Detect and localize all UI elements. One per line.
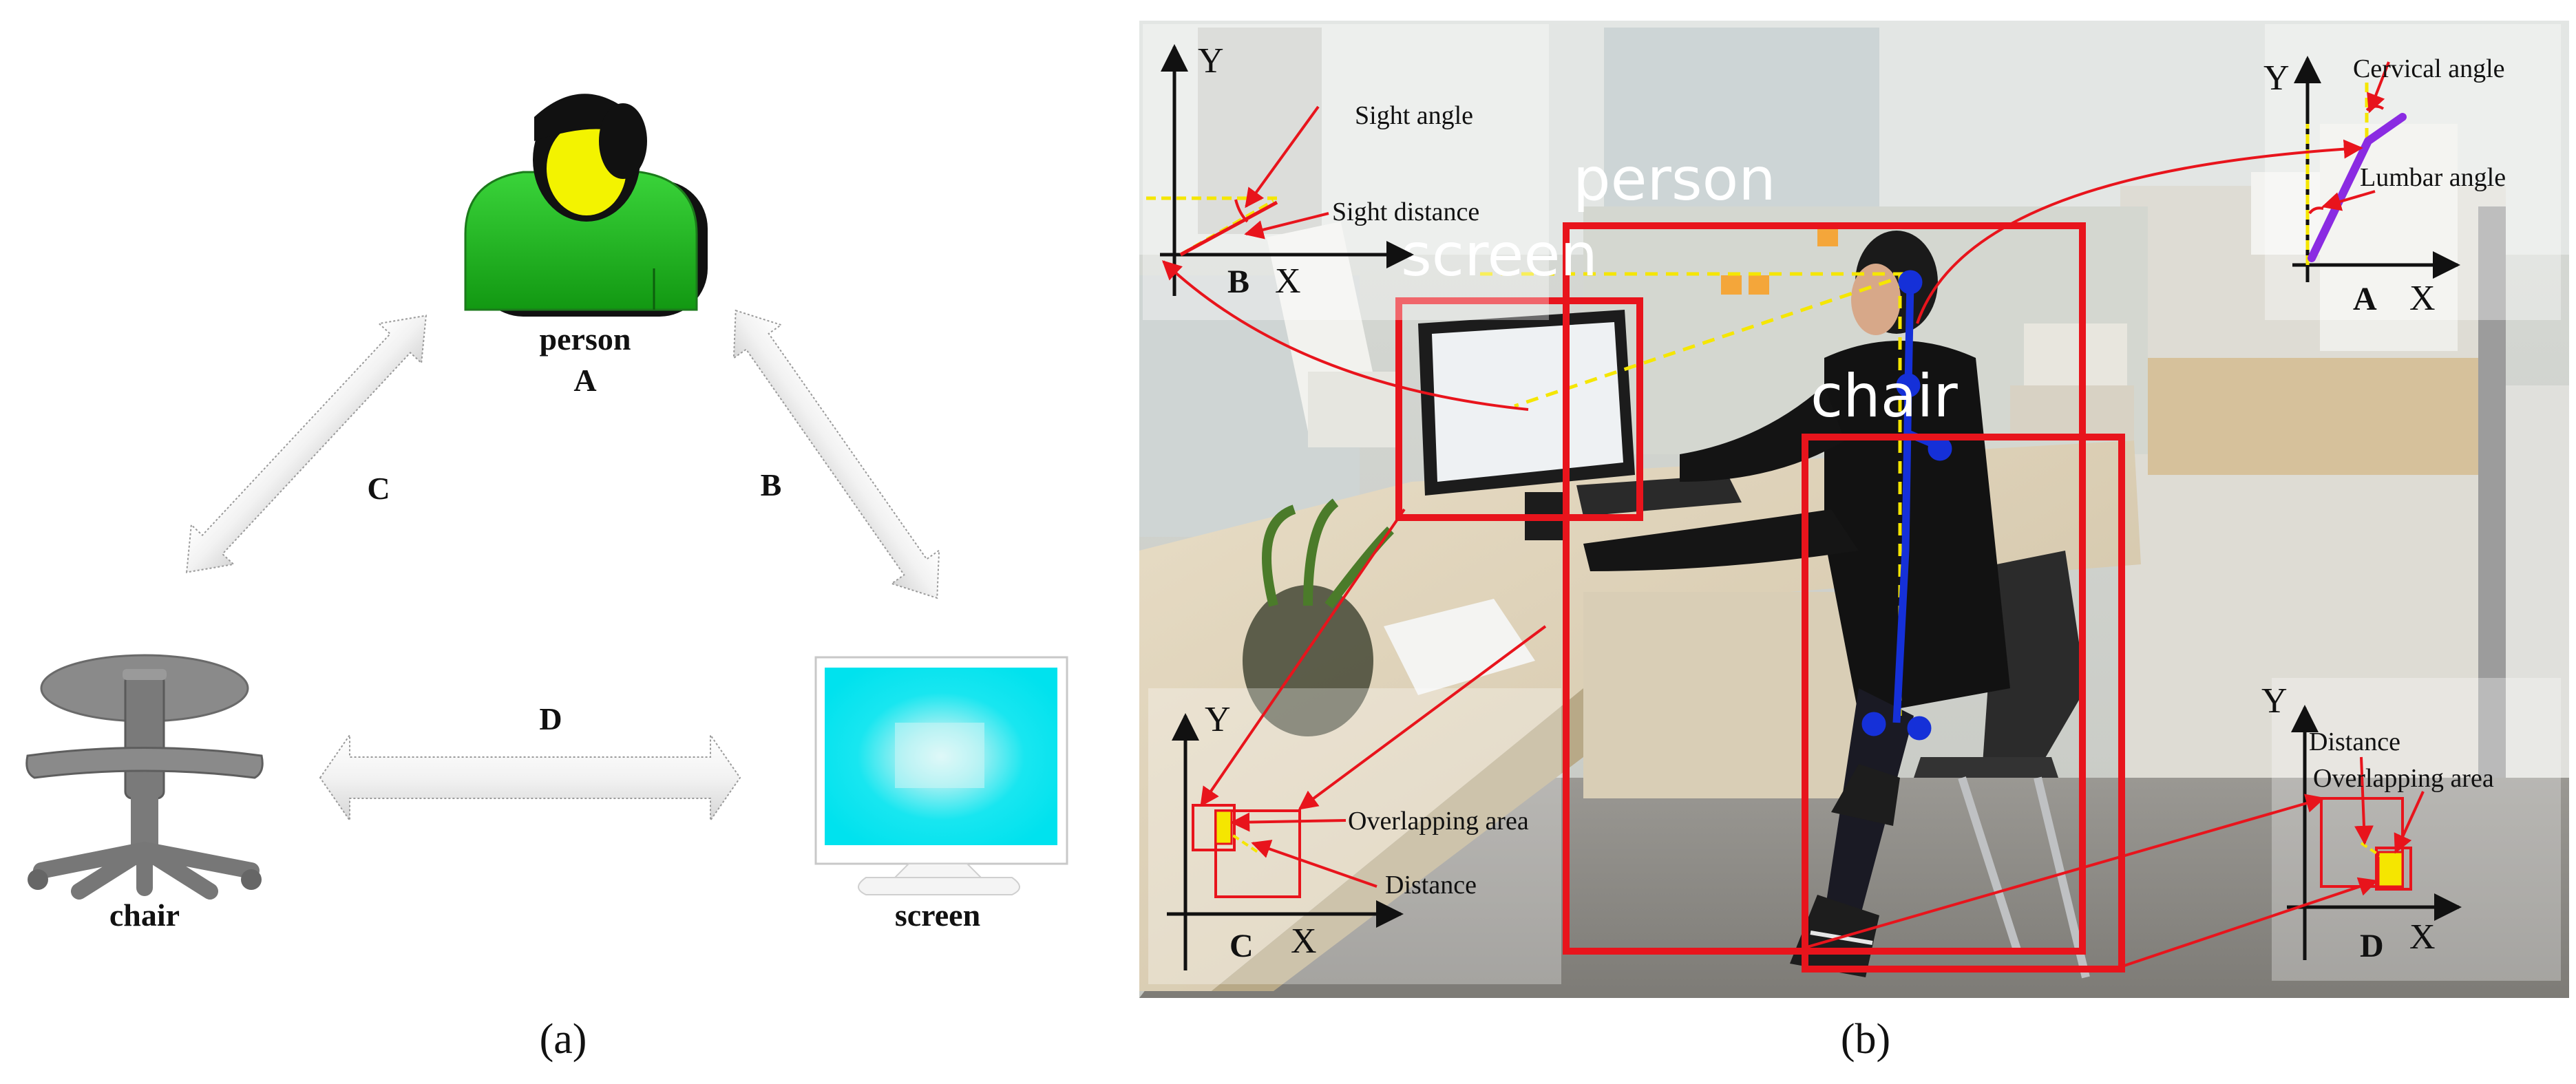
panel-b-caption: (b) xyxy=(1841,1016,1890,1063)
inset-d-distance-label: Distance xyxy=(2309,727,2400,756)
inset-d-overlap-label: Overlapping area xyxy=(2313,764,2494,793)
panel-b: person screen chair Y X B Sight angle Si… xyxy=(1139,21,2569,1063)
relation-d-label: D xyxy=(539,701,562,736)
inset-c-distance-label: Distance xyxy=(1385,871,1477,900)
inset-d xyxy=(2272,678,2561,981)
inset-b-sight-angle: Sight angle xyxy=(1355,101,1473,130)
chair-label: chair xyxy=(109,897,180,933)
panel-a: person A chair screen C xyxy=(25,94,1068,1063)
inset-d-id: D xyxy=(2360,928,2384,964)
detection-label-chair: chair xyxy=(1810,362,1958,431)
inset-c-id: C xyxy=(1229,928,1254,964)
chair-detection-box xyxy=(1802,434,2125,973)
inset-b xyxy=(1143,24,1549,320)
inset-d-axis-x: X xyxy=(2409,917,2436,957)
inset-a-cervical-label: Cervical angle xyxy=(2353,54,2505,83)
person-label: person xyxy=(540,321,631,357)
relation-c-arrow xyxy=(185,315,427,573)
screen-label: screen xyxy=(895,897,980,933)
office-photo xyxy=(1139,21,2569,998)
inset-a xyxy=(2265,24,2561,320)
detection-label-screen: screen xyxy=(1401,221,1598,290)
person-icon xyxy=(464,94,708,317)
inset-c-overlap-label: Overlapping area xyxy=(1348,807,1529,836)
office-chair-icon xyxy=(25,654,264,900)
relation-b-label: B xyxy=(761,467,782,502)
inset-b-axis-x: X xyxy=(1275,262,1301,301)
connector-arrows xyxy=(1161,139,2378,968)
monitor-icon xyxy=(814,656,1068,895)
inset-a-axis-x: X xyxy=(2409,279,2436,318)
inset-d-axis-y: Y xyxy=(2261,681,2288,721)
screen-detection-box xyxy=(1395,297,1643,521)
relation-b-arrow xyxy=(732,309,940,599)
inset-b-axis-y: Y xyxy=(1198,41,1224,81)
person-detection-box xyxy=(1563,222,2086,955)
inset-c-axis-x: X xyxy=(1291,922,1317,961)
detection-label-person: person xyxy=(1573,145,1776,214)
inset-a-id: A xyxy=(2353,281,2377,317)
person-sublabel: A xyxy=(573,363,596,398)
inset-c-axis-y: Y xyxy=(1205,700,1231,739)
panel-a-caption: (a) xyxy=(540,1016,587,1063)
relation-d-arrow xyxy=(319,732,741,823)
inset-a-axis-y: Y xyxy=(2263,59,2290,98)
inset-c xyxy=(1148,688,1561,984)
inset-a-lumbar-label: Lumbar angle xyxy=(2360,163,2506,192)
inset-b-id: B xyxy=(1227,264,1249,300)
relation-c-label: C xyxy=(367,471,390,506)
inset-b-sight-distance: Sight distance xyxy=(1332,198,1479,226)
sight-guides xyxy=(1480,272,1911,716)
